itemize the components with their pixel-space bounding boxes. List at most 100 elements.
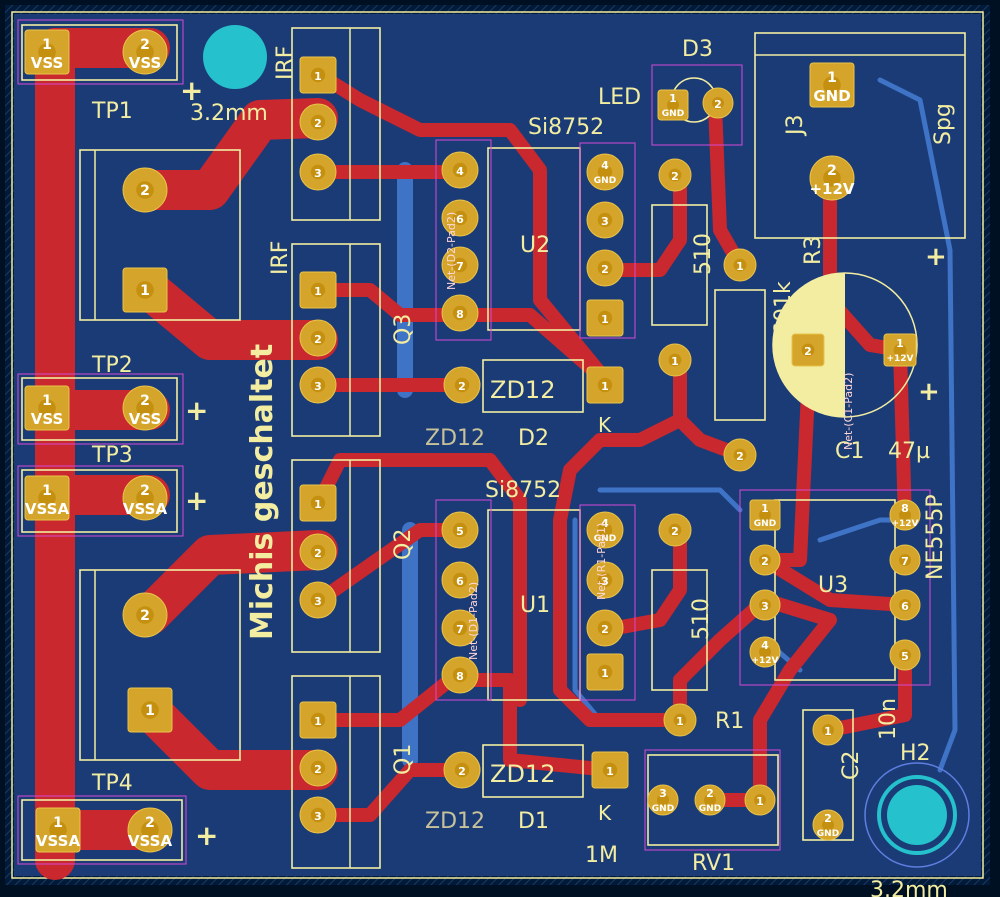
zd-bot-ref: ZD12 (425, 809, 485, 834)
pad-number: 4 (601, 159, 609, 172)
pad-drill (136, 181, 154, 199)
c2-designator: C2 (839, 751, 864, 780)
board-outline (11, 11, 984, 879)
pad-number: 2 (140, 183, 150, 199)
pad-drill (136, 281, 154, 299)
pad-net-label: +12V (886, 354, 913, 364)
pad-drill (136, 399, 154, 417)
pad-drill (452, 572, 468, 588)
pad: 7 (441, 609, 479, 647)
pad-drill (310, 592, 326, 608)
pad-drill (822, 724, 834, 736)
pad-number: 2 (145, 815, 155, 831)
pad: 5 (441, 511, 479, 549)
pad-number: 1 (824, 725, 832, 738)
pad: 6 (441, 199, 479, 237)
pad-number: 1 (676, 715, 684, 728)
pad-number: 3 (761, 600, 769, 613)
pad-drill (823, 169, 841, 187)
pad-number: 1 (314, 285, 322, 298)
d1-designator: D1 (518, 809, 549, 834)
plus-mark-tp3b: + (185, 484, 208, 517)
pad-net-label: GND (699, 804, 721, 814)
pad-number: 1 (896, 337, 904, 350)
pad: 2 (586, 609, 624, 647)
pad-net-label: +12V (751, 656, 778, 666)
pad-net-label: VSSA (128, 832, 173, 850)
k-top-label: K (598, 413, 612, 437)
pad-number: 3 (314, 167, 322, 180)
zd-top-value: ZD12 (490, 376, 555, 404)
pad-net-label: +12V (891, 519, 918, 529)
pad-number: 1 (42, 483, 52, 499)
pad-net-label: GND (652, 804, 674, 814)
pad-drill (141, 701, 159, 719)
pad-number: 1 (314, 70, 322, 83)
pad-drill (597, 164, 613, 180)
tp2-designator: TP2 (91, 353, 133, 378)
irf-mid-label: IRF (268, 241, 293, 275)
pad-drill (310, 495, 326, 511)
mount-hole-bottom (877, 775, 957, 855)
c1-designator: C1 (835, 439, 864, 464)
pad-number: 1 (671, 355, 679, 368)
pad-number: 1 (756, 795, 764, 808)
pad-number: 2 (314, 763, 322, 776)
r-bot-value: 510 (689, 598, 714, 640)
pad-drill (759, 599, 771, 611)
pad-drill (759, 554, 771, 566)
pad-number: 1 (827, 70, 837, 86)
pad-net-label: VSS (31, 54, 64, 72)
pad: 3 (586, 201, 624, 239)
pad-number: 2 (314, 547, 322, 560)
pad: 4 (441, 151, 479, 189)
pad-drill (822, 819, 834, 831)
pad-drill (759, 509, 771, 521)
pad-number: 3 (659, 787, 667, 800)
pad-number: 3 (314, 810, 322, 823)
pad: 1 (299, 56, 337, 94)
pad: 2 (443, 751, 481, 789)
pad-drill (452, 620, 468, 636)
pad-net-label: VSS (129, 54, 162, 72)
pad-number: 8 (456, 308, 464, 321)
pad: 3 (299, 796, 337, 834)
pad: 1 (591, 751, 629, 789)
pad-drill (899, 509, 911, 521)
u2-designator: U2 (520, 233, 550, 258)
zd-top-ref: ZD12 (425, 426, 485, 451)
pad-number: 2 (140, 483, 150, 499)
pad-drill (310, 807, 326, 823)
pad-net-label: GND (594, 534, 616, 544)
pad-drill (38, 43, 56, 61)
r-top-value: 510 (691, 233, 716, 275)
plus-mark-c1: + (925, 242, 947, 272)
pad-drill (657, 794, 669, 806)
pad-drill (704, 794, 716, 806)
si-bot-designator: Si8752 (485, 478, 561, 503)
pad: 6 (441, 561, 479, 599)
u3-designator: U3 (818, 573, 848, 598)
silk-text-layer: TP1 + 3.2mm IRF TP2 + TP3 + TP4 + Michis… (91, 37, 956, 897)
pad-number: 2 (601, 623, 609, 636)
pad-number: 6 (456, 213, 464, 226)
pad-number: 8 (901, 502, 909, 515)
board-message: Michis geschaltet (245, 344, 280, 640)
pad-drill (597, 310, 613, 326)
pad: 3 (299, 581, 337, 619)
plus-mark-tp3: + (185, 394, 208, 427)
pad-number: 1 (140, 283, 150, 299)
pad-drill (733, 258, 747, 272)
pad: 2 (443, 366, 481, 404)
pad-number: 1 (42, 393, 52, 409)
pad-drill (310, 67, 326, 83)
pad-number: 5 (901, 650, 909, 663)
pad: 2 (122, 592, 168, 638)
pad-drill (310, 330, 326, 346)
pad-number: 1 (736, 260, 744, 273)
